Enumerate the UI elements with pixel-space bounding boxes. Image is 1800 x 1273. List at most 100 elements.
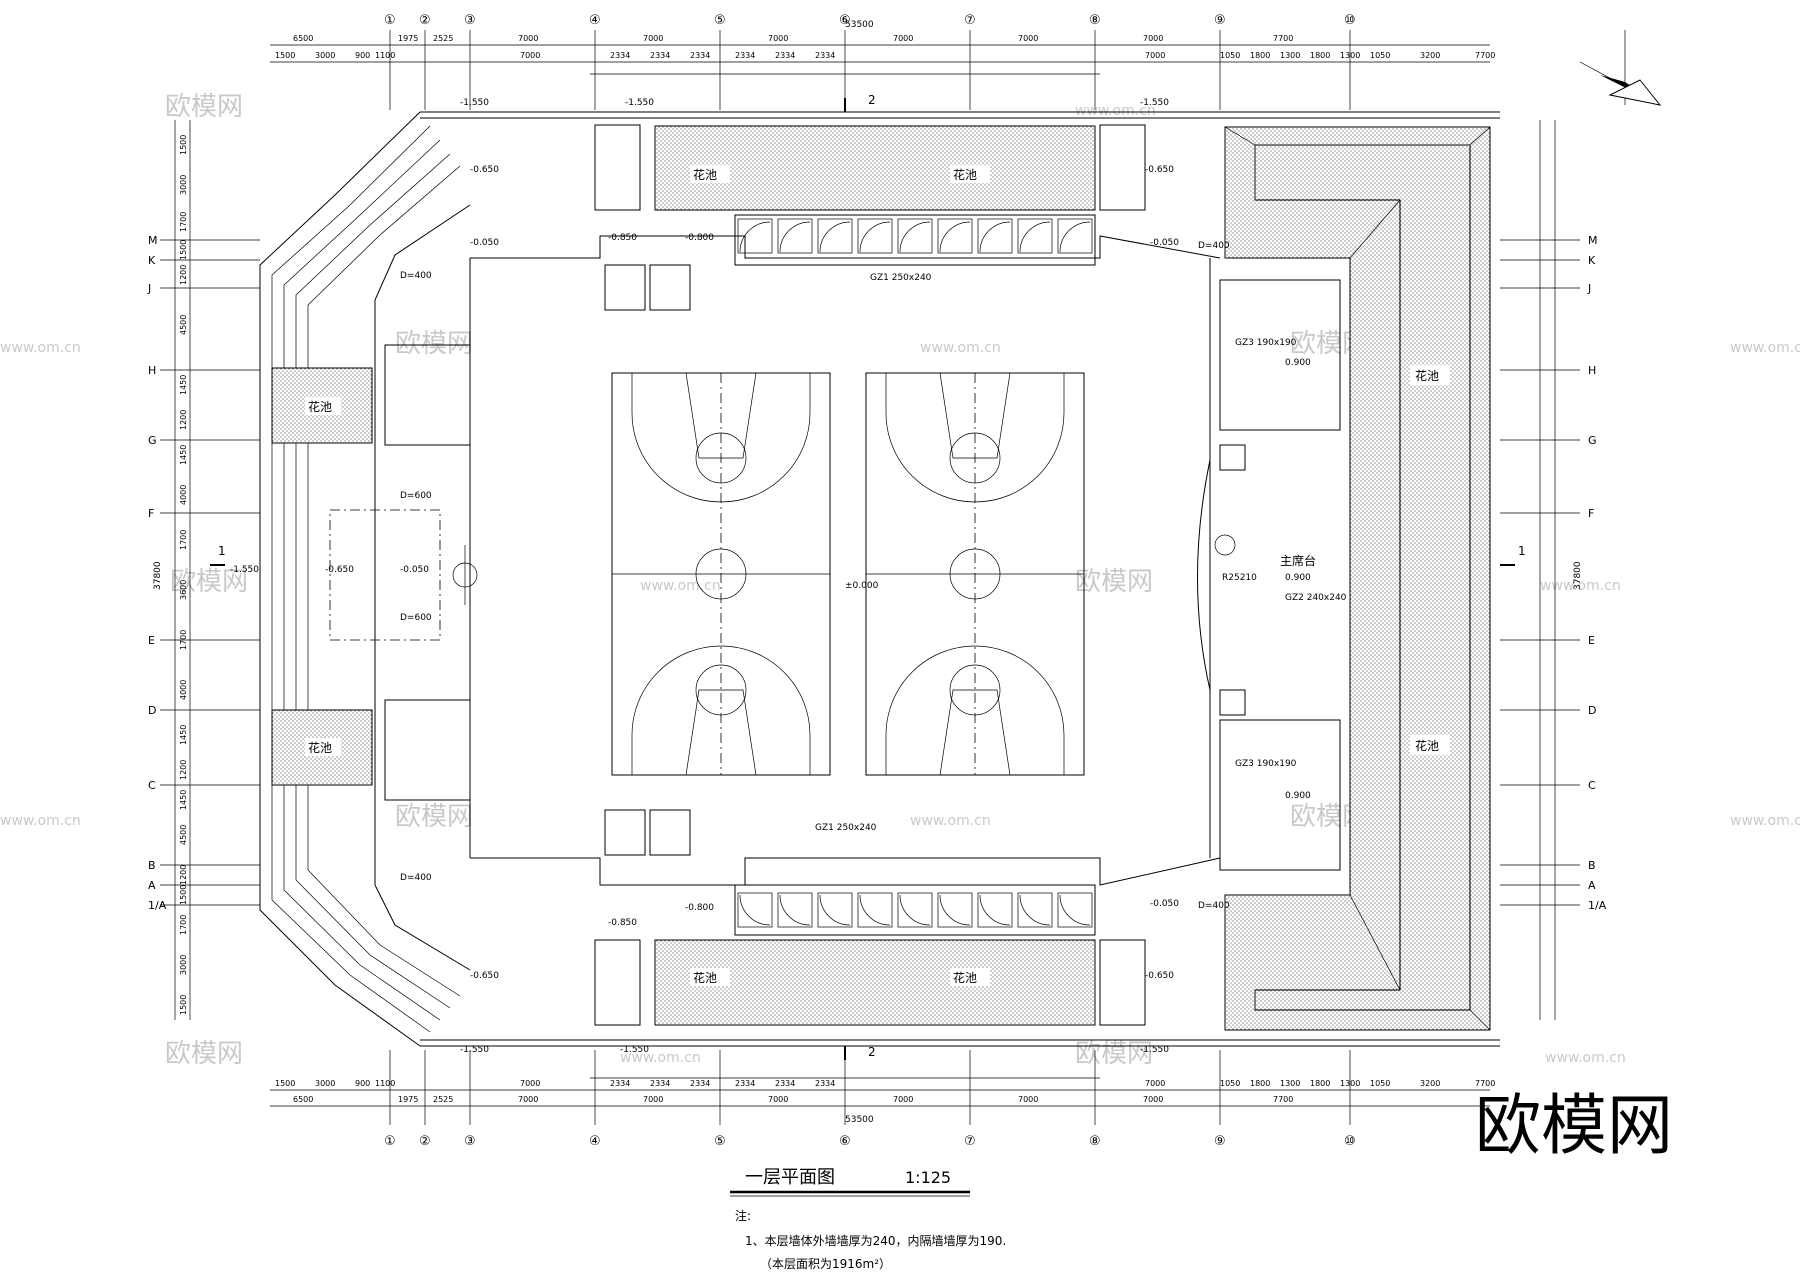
- free-throw-circle: [949, 432, 1001, 484]
- door-swing: [1059, 221, 1091, 253]
- dimension-text: 2334: [650, 1079, 670, 1088]
- door-label: D=600: [400, 491, 432, 501]
- axis-bubble-label: M: [148, 234, 158, 247]
- dimension-text: 4500: [179, 825, 188, 845]
- dimension-text: 2334: [775, 1079, 795, 1088]
- dimension-text: 3200: [1420, 1079, 1440, 1088]
- watermark-url: www.om.cn: [640, 578, 721, 594]
- watermark-url: www.om.cn: [0, 813, 81, 829]
- dimension-text: 2334: [650, 51, 670, 60]
- axis-bubble-label: A: [148, 879, 156, 892]
- door-label: D=600: [400, 613, 432, 623]
- dimension-text: 1050: [1220, 51, 1240, 60]
- elevation-label: -1.550: [620, 1045, 649, 1055]
- elevation-label: -0.850: [608, 918, 637, 928]
- watermark-text: 欧模网: [395, 802, 473, 832]
- axis-bubble-label: C: [1588, 779, 1596, 792]
- section-mark: 1: [1518, 544, 1526, 558]
- dimension-text: 1300: [1280, 51, 1300, 60]
- flower-bed-label: 花池: [1415, 738, 1439, 753]
- dimension-text: 1050: [1370, 51, 1390, 60]
- dimension-text: 1450: [179, 375, 188, 395]
- elevation-label: 0.900: [1285, 573, 1311, 583]
- axis-bubble-label: ②: [419, 13, 431, 28]
- free-throw-lane: [939, 372, 1011, 459]
- dimension-text: 7000: [893, 1095, 913, 1104]
- dimension-text: 1700: [179, 630, 188, 650]
- elevation-label: -0.800: [685, 233, 714, 243]
- axis-bubble-label: ⑧: [1089, 1134, 1101, 1149]
- axis-bubble-label: K: [1588, 254, 1596, 267]
- dimension-text: 2334: [690, 51, 710, 60]
- dimension-text: 1450: [179, 445, 188, 465]
- axis-bubble-label: C: [148, 779, 156, 792]
- elevation-label: ±0.000: [845, 581, 879, 591]
- flower-bed-label: 花池: [308, 399, 332, 414]
- dimension-text: 1300: [1280, 1079, 1300, 1088]
- door-swing: [859, 221, 891, 253]
- dimension-text: 3600: [179, 580, 188, 600]
- three-point-arc: [631, 645, 811, 775]
- axis-bubble-label: ②: [419, 1134, 431, 1149]
- axis-bubble-label: ⑦: [964, 13, 976, 28]
- column-label: GZ2 240x240: [1285, 593, 1347, 603]
- watermark-text: 欧模网: [1075, 567, 1153, 597]
- logo-text: 欧模网: [1475, 1087, 1673, 1164]
- door-swing: [859, 894, 891, 926]
- title-block: 一层平面图 1:125 注: 1、本层墙体外墙墙厚为240，内隔墙墙厚为190.…: [730, 1167, 1006, 1271]
- door-swing: [939, 894, 971, 926]
- watermark-text: 欧模网: [165, 92, 243, 122]
- dimension-text: 1100: [375, 51, 395, 60]
- total-height-dim: 37800: [153, 561, 163, 590]
- dimension-text: 900: [355, 51, 370, 60]
- toilet-cubicle: [817, 892, 853, 928]
- dimension-text: 7000: [518, 34, 538, 43]
- watermark-text: 欧模网: [1075, 1039, 1153, 1069]
- annotations: ±0.000 -0.650 -0.650 -0.650 -0.650 -0.65…: [210, 93, 1526, 1060]
- flower-bed-label: 花池: [953, 970, 977, 985]
- door-swing: [899, 221, 931, 253]
- dimension-text: 7000: [1018, 34, 1038, 43]
- three-point-arc: [885, 645, 1065, 775]
- section-mark: 1: [218, 544, 226, 558]
- axis-bubble-label: E: [148, 634, 155, 647]
- elevation-label: -1.550: [1140, 1045, 1169, 1055]
- free-throw-lane: [939, 689, 1011, 776]
- dimension-text: 6500: [293, 1095, 313, 1104]
- elevation-label: -0.050: [470, 238, 499, 248]
- dimension-text: 2334: [610, 51, 630, 60]
- toilet-cubicle: [1017, 218, 1053, 254]
- axis-bubble-label: ⑩: [1344, 1134, 1356, 1149]
- note-2: （本层面积为1916m²）: [760, 1257, 891, 1271]
- axis-bubble-label: ③: [464, 13, 476, 28]
- dimension-text: 2334: [815, 51, 835, 60]
- right-flower-bed: 花池 花池: [1224, 126, 1491, 1031]
- axis-bubble-label: 1/A: [1588, 899, 1607, 912]
- watermark-url: www.om.cn: [1730, 340, 1800, 356]
- door-swing: [1019, 221, 1051, 253]
- elevation-label: -0.800: [685, 903, 714, 913]
- dimension-text: 2334: [775, 51, 795, 60]
- door-swing: [1019, 894, 1051, 926]
- axis-bubble-label: ①: [384, 13, 396, 28]
- axis-bubble-label: H: [1588, 364, 1596, 377]
- axis-bubble-label: ⑨: [1214, 13, 1226, 28]
- axis-bubble-label: D: [148, 704, 156, 717]
- dimension-text: 1200: [179, 265, 188, 285]
- dimension-text: 1500: [179, 135, 188, 155]
- dimension-text: 2334: [815, 1079, 835, 1088]
- drawing-title: 一层平面图: [745, 1167, 835, 1188]
- watermarks: 欧模网 www.om.cn www.om.cn 欧模网 www.om.cn 欧模…: [0, 92, 1800, 1069]
- toilet-cubicle: [977, 218, 1013, 254]
- dimension-text: 3000: [315, 51, 335, 60]
- basketball-courts: [611, 372, 1085, 776]
- dimension-text: 1800: [1310, 1079, 1330, 1088]
- dimension-text: 1700: [179, 530, 188, 550]
- toilet-cubicle: [937, 892, 973, 928]
- flower-bed-label: 花池: [693, 970, 717, 985]
- watermark-url: www.om.cn: [1540, 578, 1621, 594]
- watermark-url: www.om.cn: [910, 813, 991, 829]
- dimension-text: 4000: [179, 485, 188, 505]
- dimension-text: 2334: [735, 51, 755, 60]
